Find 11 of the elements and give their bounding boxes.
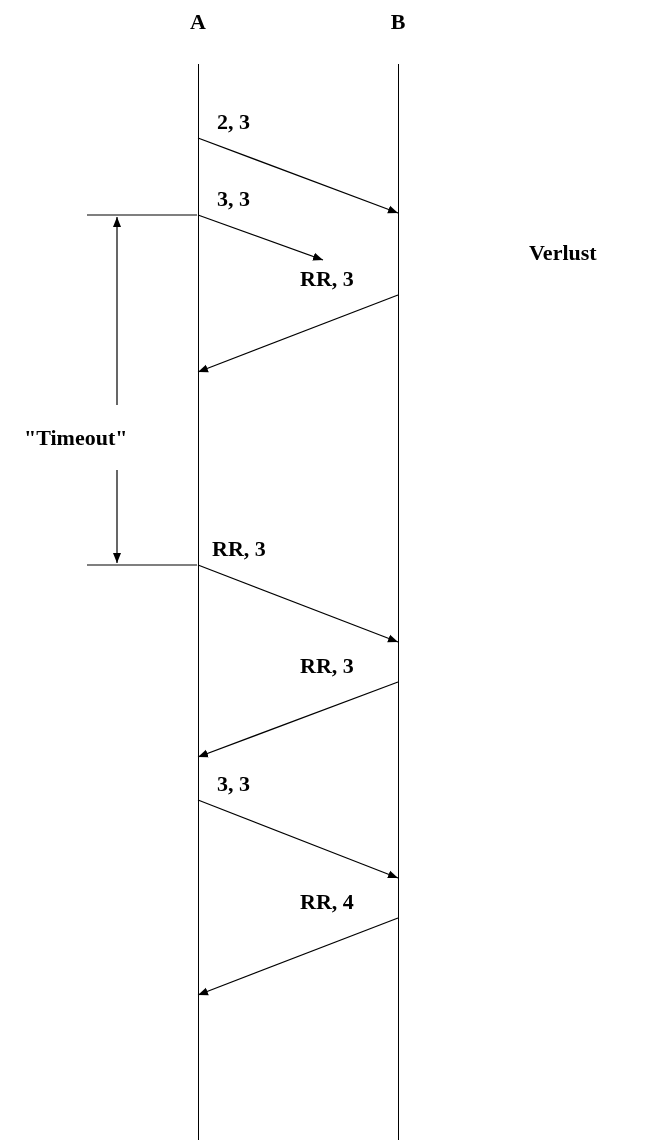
arrow bbox=[197, 799, 399, 879]
note-text: "Timeout" bbox=[23, 426, 129, 450]
arrow bbox=[197, 917, 399, 996]
arrow bbox=[197, 294, 399, 373]
lifeline-heading: A bbox=[190, 8, 206, 36]
arrow bbox=[197, 681, 399, 758]
arrow bbox=[197, 214, 324, 261]
arrow bbox=[197, 137, 399, 214]
note-text: Verlust bbox=[528, 241, 598, 265]
arrow bbox=[197, 564, 399, 643]
lifeline-heading: B bbox=[390, 8, 406, 36]
